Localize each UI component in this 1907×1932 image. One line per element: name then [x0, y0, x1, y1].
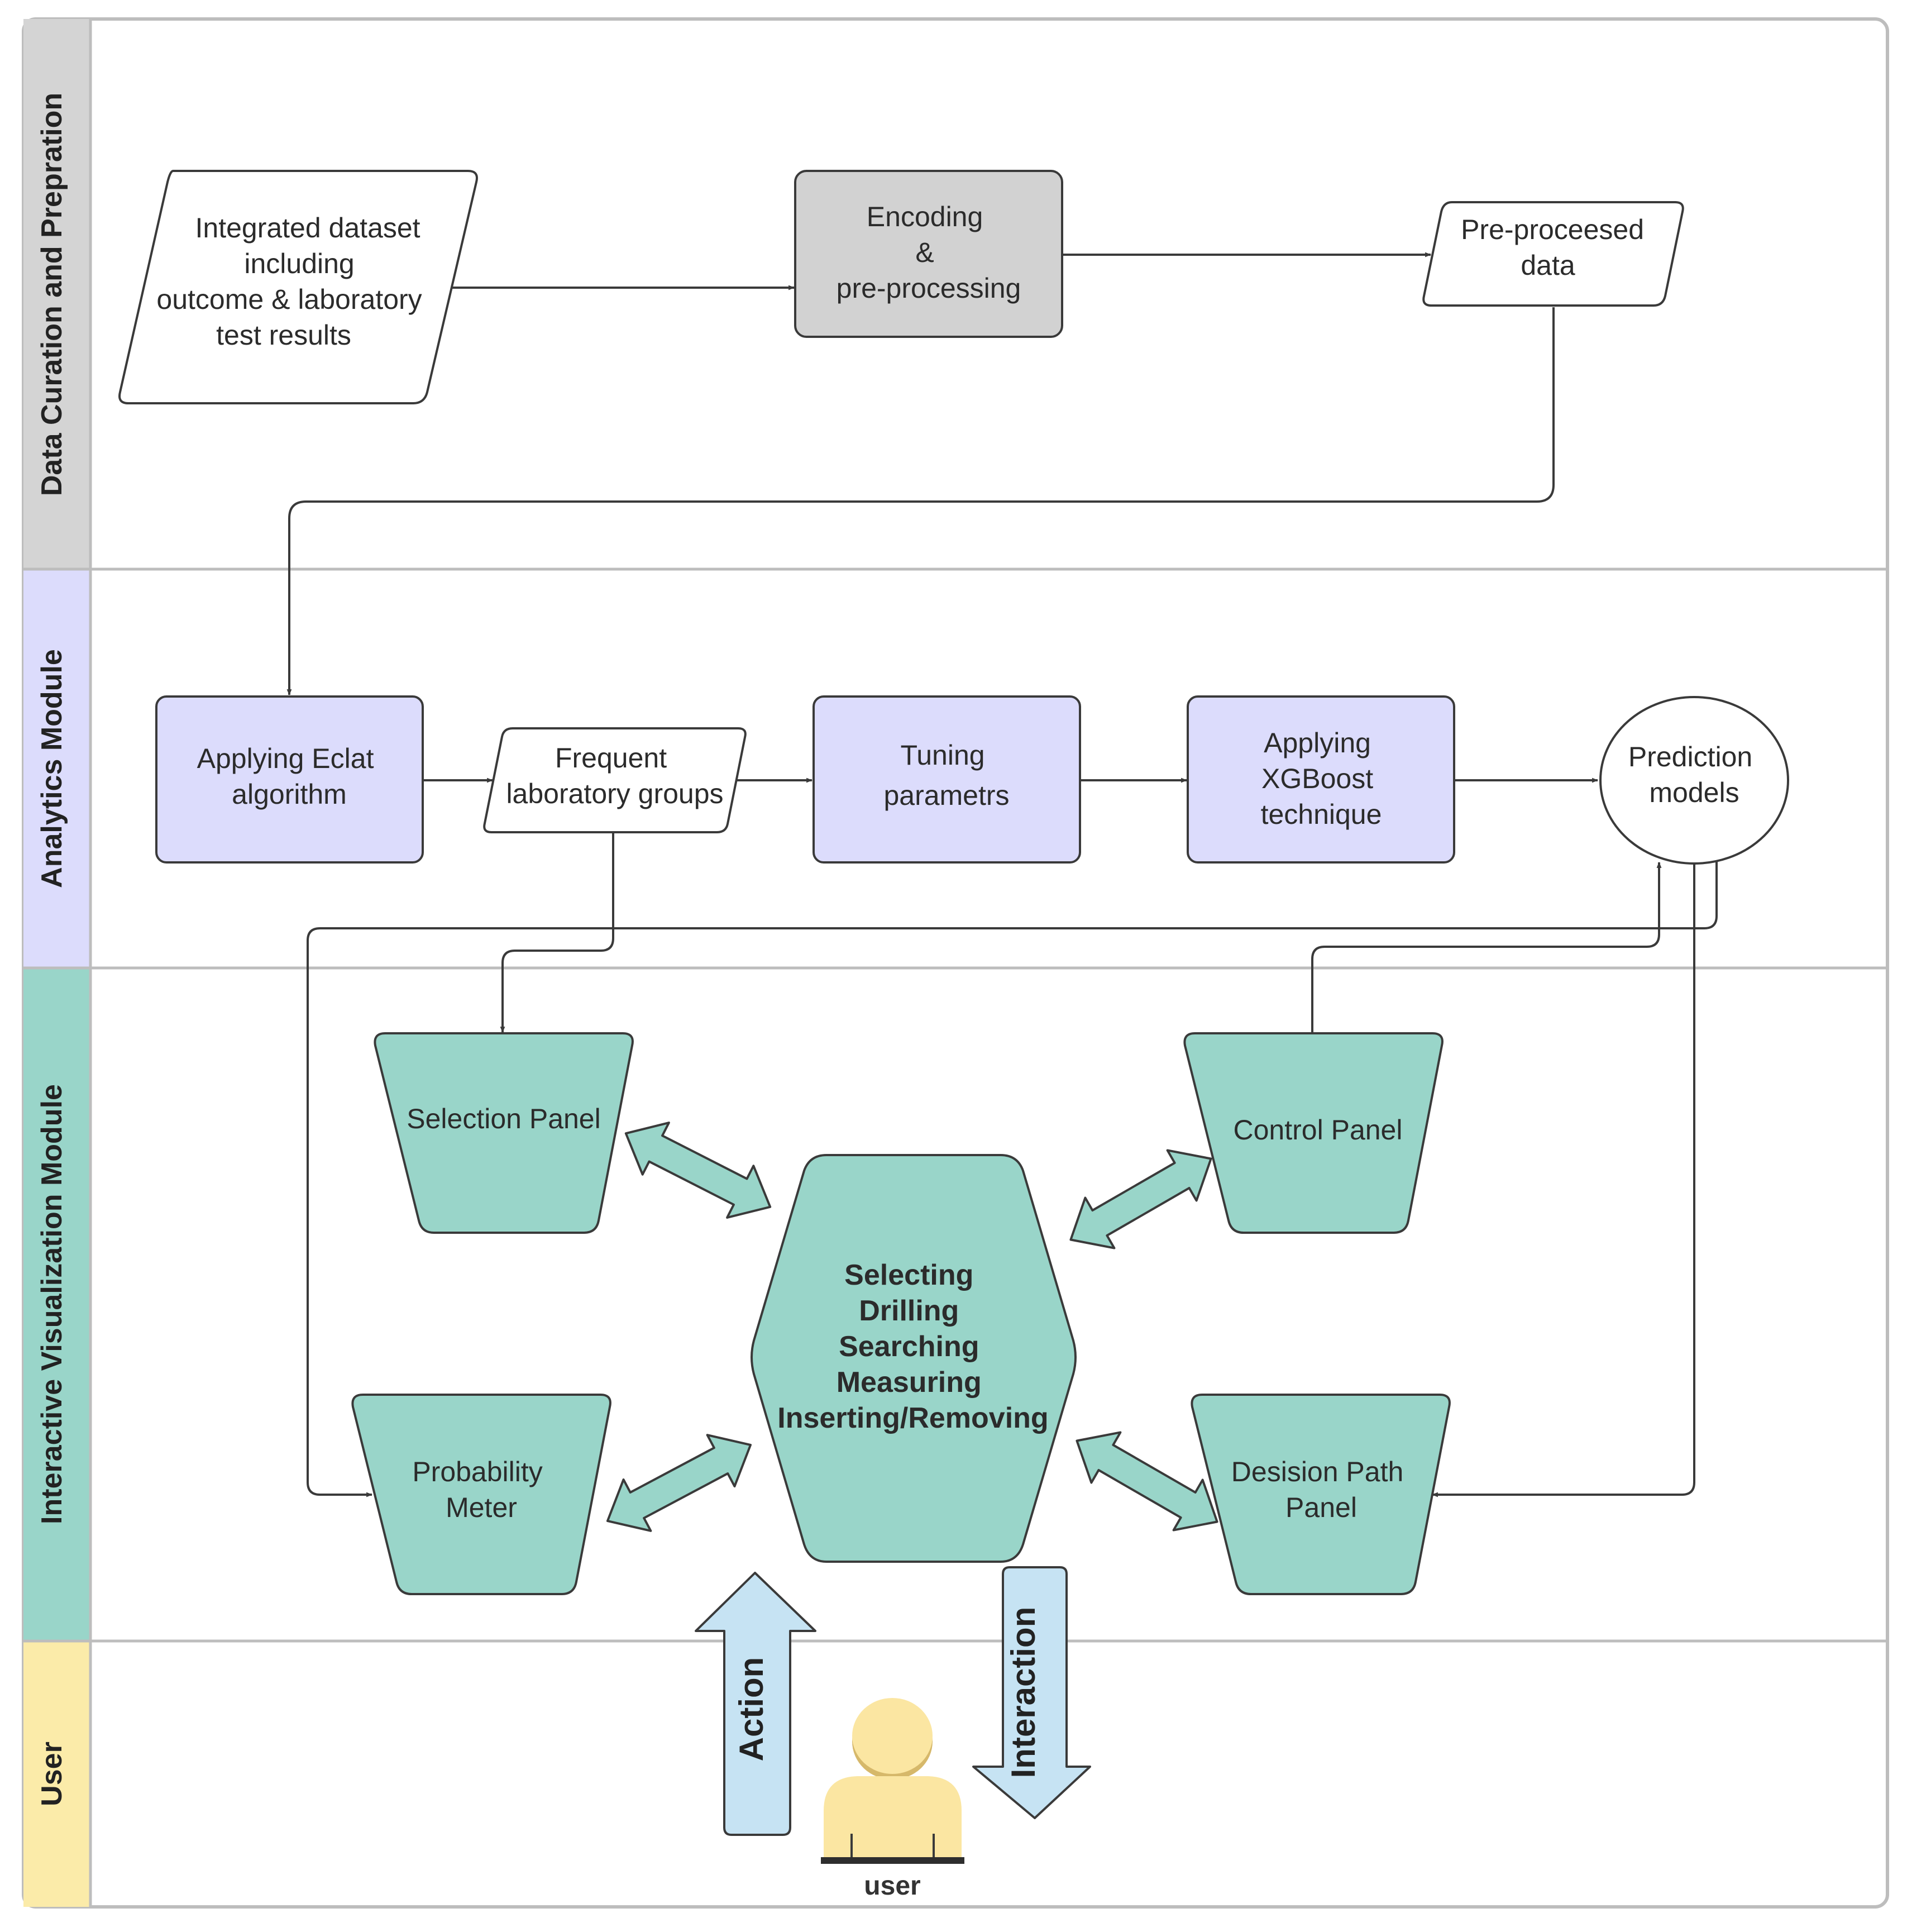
decision-path-panel-node: Desision Path Panel — [1191, 1394, 1451, 1595]
selection-panel-label: Selection Panel — [407, 1103, 600, 1134]
interaction-hub-node: Selecting Drilling Searching Measuring I… — [751, 1154, 1077, 1563]
hub-line-1: Selecting — [844, 1259, 973, 1291]
decision-path-line-2: Panel — [1285, 1492, 1357, 1523]
lane-band-data-curation — [23, 19, 90, 569]
prediction-models-node: Prediction models — [1599, 696, 1789, 865]
user-label: user — [864, 1871, 920, 1901]
svg-text:Desision Path Panel: Desision Path Panel — [1231, 1456, 1411, 1523]
integrated-dataset-line-3: outcome & laboratory — [156, 284, 422, 315]
tuning-line-2: parametrs — [883, 780, 1009, 811]
xgboost-line-1: Applying — [1264, 727, 1371, 759]
connector-control-panel-to-prediction — [1311, 861, 1662, 1032]
double-arrow-probability-hub — [606, 1434, 752, 1532]
lane-band-visualization — [23, 968, 90, 1641]
lane-title-data-curation: Data Curation and Prepration — [36, 93, 68, 496]
svg-text:Integrated dataset inclu: Integrated dataset including outcome & l… — [156, 212, 429, 351]
connector-prediction-to-decision-path — [1431, 862, 1695, 1497]
preprocessed-line-1: Pre-proceesed — [1461, 214, 1644, 245]
eclat-node: Applying Eclat algorithm — [155, 695, 424, 864]
svg-text:Applying XGBoost t: Applying XGBoost technique — [1261, 727, 1382, 830]
svg-text:Selecting Drilling: Selecting Drilling Searching Measuring I… — [777, 1259, 1048, 1434]
hub-line-5: Inserting/Removing — [777, 1402, 1048, 1434]
prediction-line-2: models — [1649, 777, 1739, 808]
double-arrow-decision-hub — [1076, 1431, 1218, 1532]
preprocessed-data-node: Pre-proceesed data — [1422, 201, 1684, 307]
user-icon — [821, 1698, 964, 1864]
hub-line-3: Searching — [839, 1330, 979, 1363]
hub-line-2: Drilling — [859, 1295, 959, 1327]
xgboost-line-3: technique — [1261, 799, 1382, 830]
integrated-dataset-line-4: test results — [216, 319, 351, 351]
connector-frequent-to-selection-panel — [500, 832, 614, 1033]
double-arrow-selection-hub — [624, 1122, 772, 1219]
hub-line-4: Measuring — [837, 1366, 982, 1399]
preprocessed-line-2: data — [1521, 250, 1575, 281]
lane-title-visualization: Interactive Visualization Module — [36, 1084, 68, 1524]
lane-band-analytics — [23, 569, 90, 968]
connector-preprocessed-to-eclat — [286, 307, 1555, 696]
probability-meter-line-1: Probability — [412, 1456, 542, 1487]
svg-text:Pre-proceesed data: Pre-proceesed data — [1461, 214, 1652, 281]
svg-text:Encoding & pre-pro: Encoding & pre-processing — [837, 201, 1021, 304]
integrated-dataset-node: Integrated dataset including outcome & l… — [118, 170, 478, 404]
double-arrow-control-hub — [1069, 1149, 1212, 1249]
svg-text:Selection Panel: Selection Panel — [407, 1103, 600, 1134]
lane-band-user — [23, 1641, 90, 1907]
bidirectional-arrows — [606, 1122, 1218, 1532]
frequent-line-1: Frequent — [555, 742, 667, 774]
lane-title-user: User — [36, 1742, 68, 1806]
svg-text:Prediction models: Prediction models — [1628, 741, 1760, 808]
decision-path-line-1: Desision Path — [1231, 1456, 1404, 1487]
svg-text:Frequent laboratory grou: Frequent laboratory groups — [506, 742, 723, 809]
prediction-line-1: Prediction — [1628, 741, 1752, 772]
encoding-line-3: pre-processing — [837, 273, 1021, 304]
frequent-line-2: laboratory groups — [506, 778, 723, 809]
xgboost-line-2: XGBoost — [1261, 763, 1373, 794]
interaction-arrow-label: Interaction — [1005, 1607, 1042, 1778]
svg-text:Applying Eclat algorithm: Applying Eclat algorithm — [197, 743, 382, 810]
lane-title-analytics: Analytics Module — [36, 649, 68, 888]
eclat-line-2: algorithm — [232, 779, 347, 810]
svg-text:Probability Meter: Probability Meter — [412, 1456, 550, 1523]
encoding-line-2: & — [915, 237, 934, 268]
svg-text:Control Panel: Control Panel — [1234, 1114, 1403, 1146]
tuning-line-1: Tuning — [901, 740, 985, 771]
tuning-node: Tuning parametrs — [812, 695, 1081, 864]
xgboost-node: Applying XGBoost technique — [1187, 695, 1455, 864]
svg-text:Tuning parametrs: Tuning parametrs — [883, 740, 1009, 811]
encoding-node: Encoding & pre-processing — [794, 170, 1063, 338]
integrated-dataset-line-2: including — [244, 248, 354, 279]
action-arrow: Action — [695, 1572, 816, 1836]
integrated-dataset-line-1: Integrated dataset — [195, 212, 420, 244]
eclat-line-1: Applying Eclat — [197, 743, 374, 774]
probability-meter-node: Probability Meter — [351, 1394, 611, 1595]
selection-panel-node: Selection Panel — [374, 1032, 634, 1234]
connectors — [286, 252, 1718, 1497]
connector-prediction-to-probability-meter — [307, 861, 1718, 1497]
control-panel-label: Control Panel — [1234, 1114, 1403, 1146]
probability-meter-line-2: Meter — [446, 1492, 517, 1523]
action-arrow-label: Action — [733, 1657, 770, 1762]
control-panel-node: Control Panel — [1183, 1032, 1444, 1234]
frequent-groups-node: Frequent laboratory groups — [483, 727, 747, 833]
encoding-line-1: Encoding — [867, 201, 983, 232]
interaction-arrow: Interaction — [972, 1566, 1091, 1819]
